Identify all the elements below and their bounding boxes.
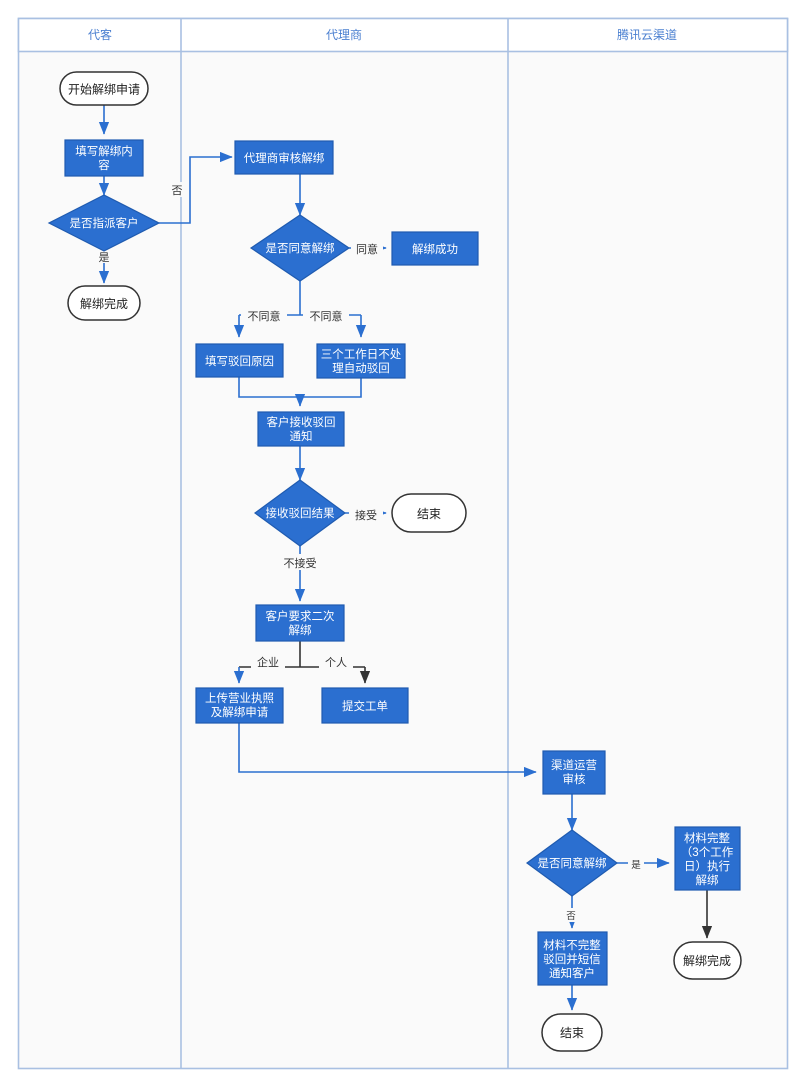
node-material-complete-line2: （3个工作 [681, 846, 734, 859]
edge-label-jieshou: 接受 [355, 509, 377, 522]
node-fill-reject-reason[interactable]: 填写驳回原因 [195, 343, 284, 378]
node-customer-receive-reject-notice-line1: 客户接收驳回 [267, 415, 336, 429]
lane-title-customer: 代客 [88, 27, 112, 42]
edge-label-fou-2: 否 [566, 911, 576, 922]
edge-assign-no-to-review [159, 151, 233, 224]
node-upload-license-and-request-line1: 上传营业执照 [205, 691, 274, 705]
node-agent-review-unbind-label: 代理商审核解绑 [244, 151, 325, 165]
edge-label-qiye: 企业 [257, 655, 279, 669]
node-start-unbind-request[interactable]: 开始解绑申请 [59, 71, 149, 106]
node-submit-ticket[interactable]: 提交工单 [321, 687, 409, 724]
node-material-complete-line3: 日）执行 [684, 859, 730, 873]
node-receive-reject-result-decision[interactable]: 接收驳回结果 [253, 479, 347, 547]
node-channel-operation-review[interactable]: 渠道运营 审核 [542, 750, 606, 795]
edge-auto-reject-merge [300, 377, 362, 398]
node-unbind-success[interactable]: 解绑成功 [391, 231, 479, 266]
node-fill-unbind-content[interactable]: 填写解绑内 容 [64, 139, 144, 177]
lane-header-customer: 代客 [88, 27, 112, 42]
edge-label-butongyi-1: 不同意 [248, 309, 281, 323]
node-material-incomplete-line1: 材料不完整 [543, 938, 601, 952]
node-channel-agree-decision[interactable]: 是否同意解绑 [525, 829, 619, 897]
edge-label-butongyi-2: 不同意 [310, 309, 343, 323]
edge-label-shi-1: 是 [99, 251, 110, 264]
node-auto-reject-3days[interactable]: 三个工作日不处 理自动驳回 [316, 343, 406, 379]
node-customer-receive-reject-notice[interactable]: 客户接收驳回 通知 [257, 411, 345, 447]
node-unbind-done-customer-label: 解绑完成 [80, 296, 128, 311]
node-receive-reject-result-decision-label: 接收驳回结果 [266, 506, 335, 520]
node-material-incomplete-reject-sms[interactable]: 材料不完整 驳回并短信 通知客户 [537, 931, 608, 986]
node-channel-operation-review-line1: 渠道运营 [551, 758, 597, 772]
node-customer-second-unbind-request[interactable]: 客户要求二次 解绑 [255, 604, 345, 642]
node-customer-second-unbind-request-line2: 解绑 [289, 623, 312, 637]
node-material-complete-line1: 材料完整 [684, 831, 730, 845]
node-unbind-success-label: 解绑成功 [412, 242, 458, 256]
node-unbind-done-tencent-label: 解绑完成 [683, 953, 731, 968]
node-end-tencent-label: 结束 [560, 1026, 584, 1040]
node-submit-ticket-label: 提交工单 [342, 699, 388, 713]
node-auto-reject-3days-line1: 三个工作日不处 [321, 348, 402, 361]
edge-labels: 否 是 同意 不同意 不同意 接受 不接受 企业 个人 是 否 [95, 182, 644, 922]
edge-label-tongyi: 同意 [356, 242, 378, 256]
lane-title-agent: 代理商 [326, 27, 362, 42]
edges [98, 105, 713, 1011]
node-agent-agree-decision-label: 是否同意解绑 [266, 241, 335, 255]
node-unbind-done-customer[interactable]: 解绑完成 [67, 285, 141, 321]
node-end-tencent[interactable]: 结束 [541, 1013, 603, 1052]
node-unbind-done-tencent[interactable]: 解绑完成 [673, 941, 742, 980]
edge-label-geren: 个人 [325, 656, 347, 669]
node-material-incomplete-line3: 通知客户 [549, 966, 595, 980]
node-channel-agree-decision-label: 是否同意解绑 [538, 856, 607, 870]
lane-header-agent: 代理商 [326, 27, 362, 42]
node-fill-unbind-content-line2: 容 [98, 158, 110, 172]
lane-title-tencent: 腾讯云渠道 [617, 27, 677, 42]
node-assign-customer-decision-label: 是否指派客户 [70, 216, 139, 230]
node-upload-license-and-request[interactable]: 上传营业执照 及解绑申请 [195, 687, 284, 724]
lane-header-tencent: 腾讯云渠道 [617, 27, 677, 42]
node-upload-license-and-request-line2: 及解绑申请 [211, 705, 269, 719]
node-fill-reject-reason-label: 填写驳回原因 [205, 354, 274, 368]
edge-upload-to-channel-review [238, 723, 537, 778]
node-material-complete-execute-unbind[interactable]: 材料完整 （3个工作 日）执行 解绑 [674, 826, 741, 891]
node-auto-reject-3days-line2: 理自动驳回 [332, 362, 390, 375]
edge-label-shi-2: 是 [631, 860, 641, 871]
node-channel-operation-review-line2: 审核 [563, 772, 586, 786]
node-material-incomplete-line2: 驳回并短信 [543, 952, 601, 966]
node-customer-receive-reject-notice-line2: 通知 [290, 429, 313, 443]
node-start-unbind-request-label: 开始解绑申请 [68, 83, 140, 97]
node-agent-review-unbind[interactable]: 代理商审核解绑 [234, 140, 334, 175]
edge-label-bujieshou: 不接受 [284, 557, 317, 570]
node-end-agent[interactable]: 结束 [391, 493, 467, 533]
node-fill-unbind-content-line1: 填写解绑内 [75, 144, 133, 158]
node-end-agent-label: 结束 [417, 507, 441, 521]
edge-label-fou-1: 否 [172, 185, 183, 197]
node-customer-second-unbind-request-line1: 客户要求二次 [266, 609, 335, 623]
node-assign-customer-decision[interactable]: 是否指派客户 [47, 194, 161, 252]
edge-fill-reason-merge [238, 377, 300, 398]
swimlane-frame [17, 17, 789, 1070]
node-agent-agree-decision[interactable]: 是否同意解绑 [249, 214, 351, 282]
node-material-complete-line4: 解绑 [696, 873, 719, 887]
